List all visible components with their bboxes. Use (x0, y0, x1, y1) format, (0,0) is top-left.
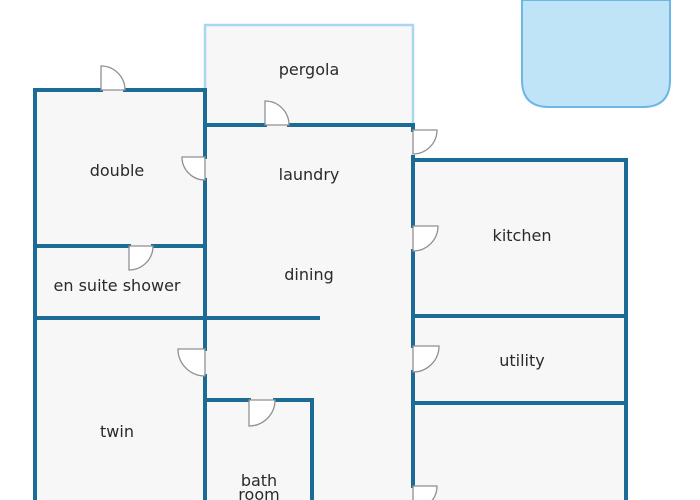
door-double-hall (181, 156, 206, 181)
doors (100, 65, 440, 500)
label-dining: dining (284, 265, 333, 284)
room-labels: pergola double laundry kitchen dining en… (54, 60, 552, 500)
label-en-suite-shower: en suite shower (54, 276, 181, 295)
door-twin (177, 348, 206, 377)
door-kitchen (412, 225, 439, 252)
door-en-suite (128, 245, 154, 271)
door-hall-northeast (412, 129, 438, 155)
label-utility: utility (499, 351, 545, 370)
door-pergola (264, 100, 290, 126)
pool (521, 0, 671, 108)
floor-areas (35, 90, 626, 500)
label-pergola: pergola (279, 60, 340, 79)
door-southeast (412, 485, 438, 500)
label-laundry: laundry (279, 165, 340, 184)
door-double (100, 65, 126, 91)
door-utility (412, 345, 440, 373)
label-bathroom-line1: bath (241, 471, 277, 490)
label-kitchen: kitchen (493, 226, 552, 245)
walls (33, 88, 628, 500)
label-twin: twin (100, 422, 134, 441)
label-double: double (90, 161, 145, 180)
door-bathroom (248, 399, 276, 427)
label-bathroom-line2: room (238, 485, 279, 500)
pergola-area (203, 23, 415, 127)
